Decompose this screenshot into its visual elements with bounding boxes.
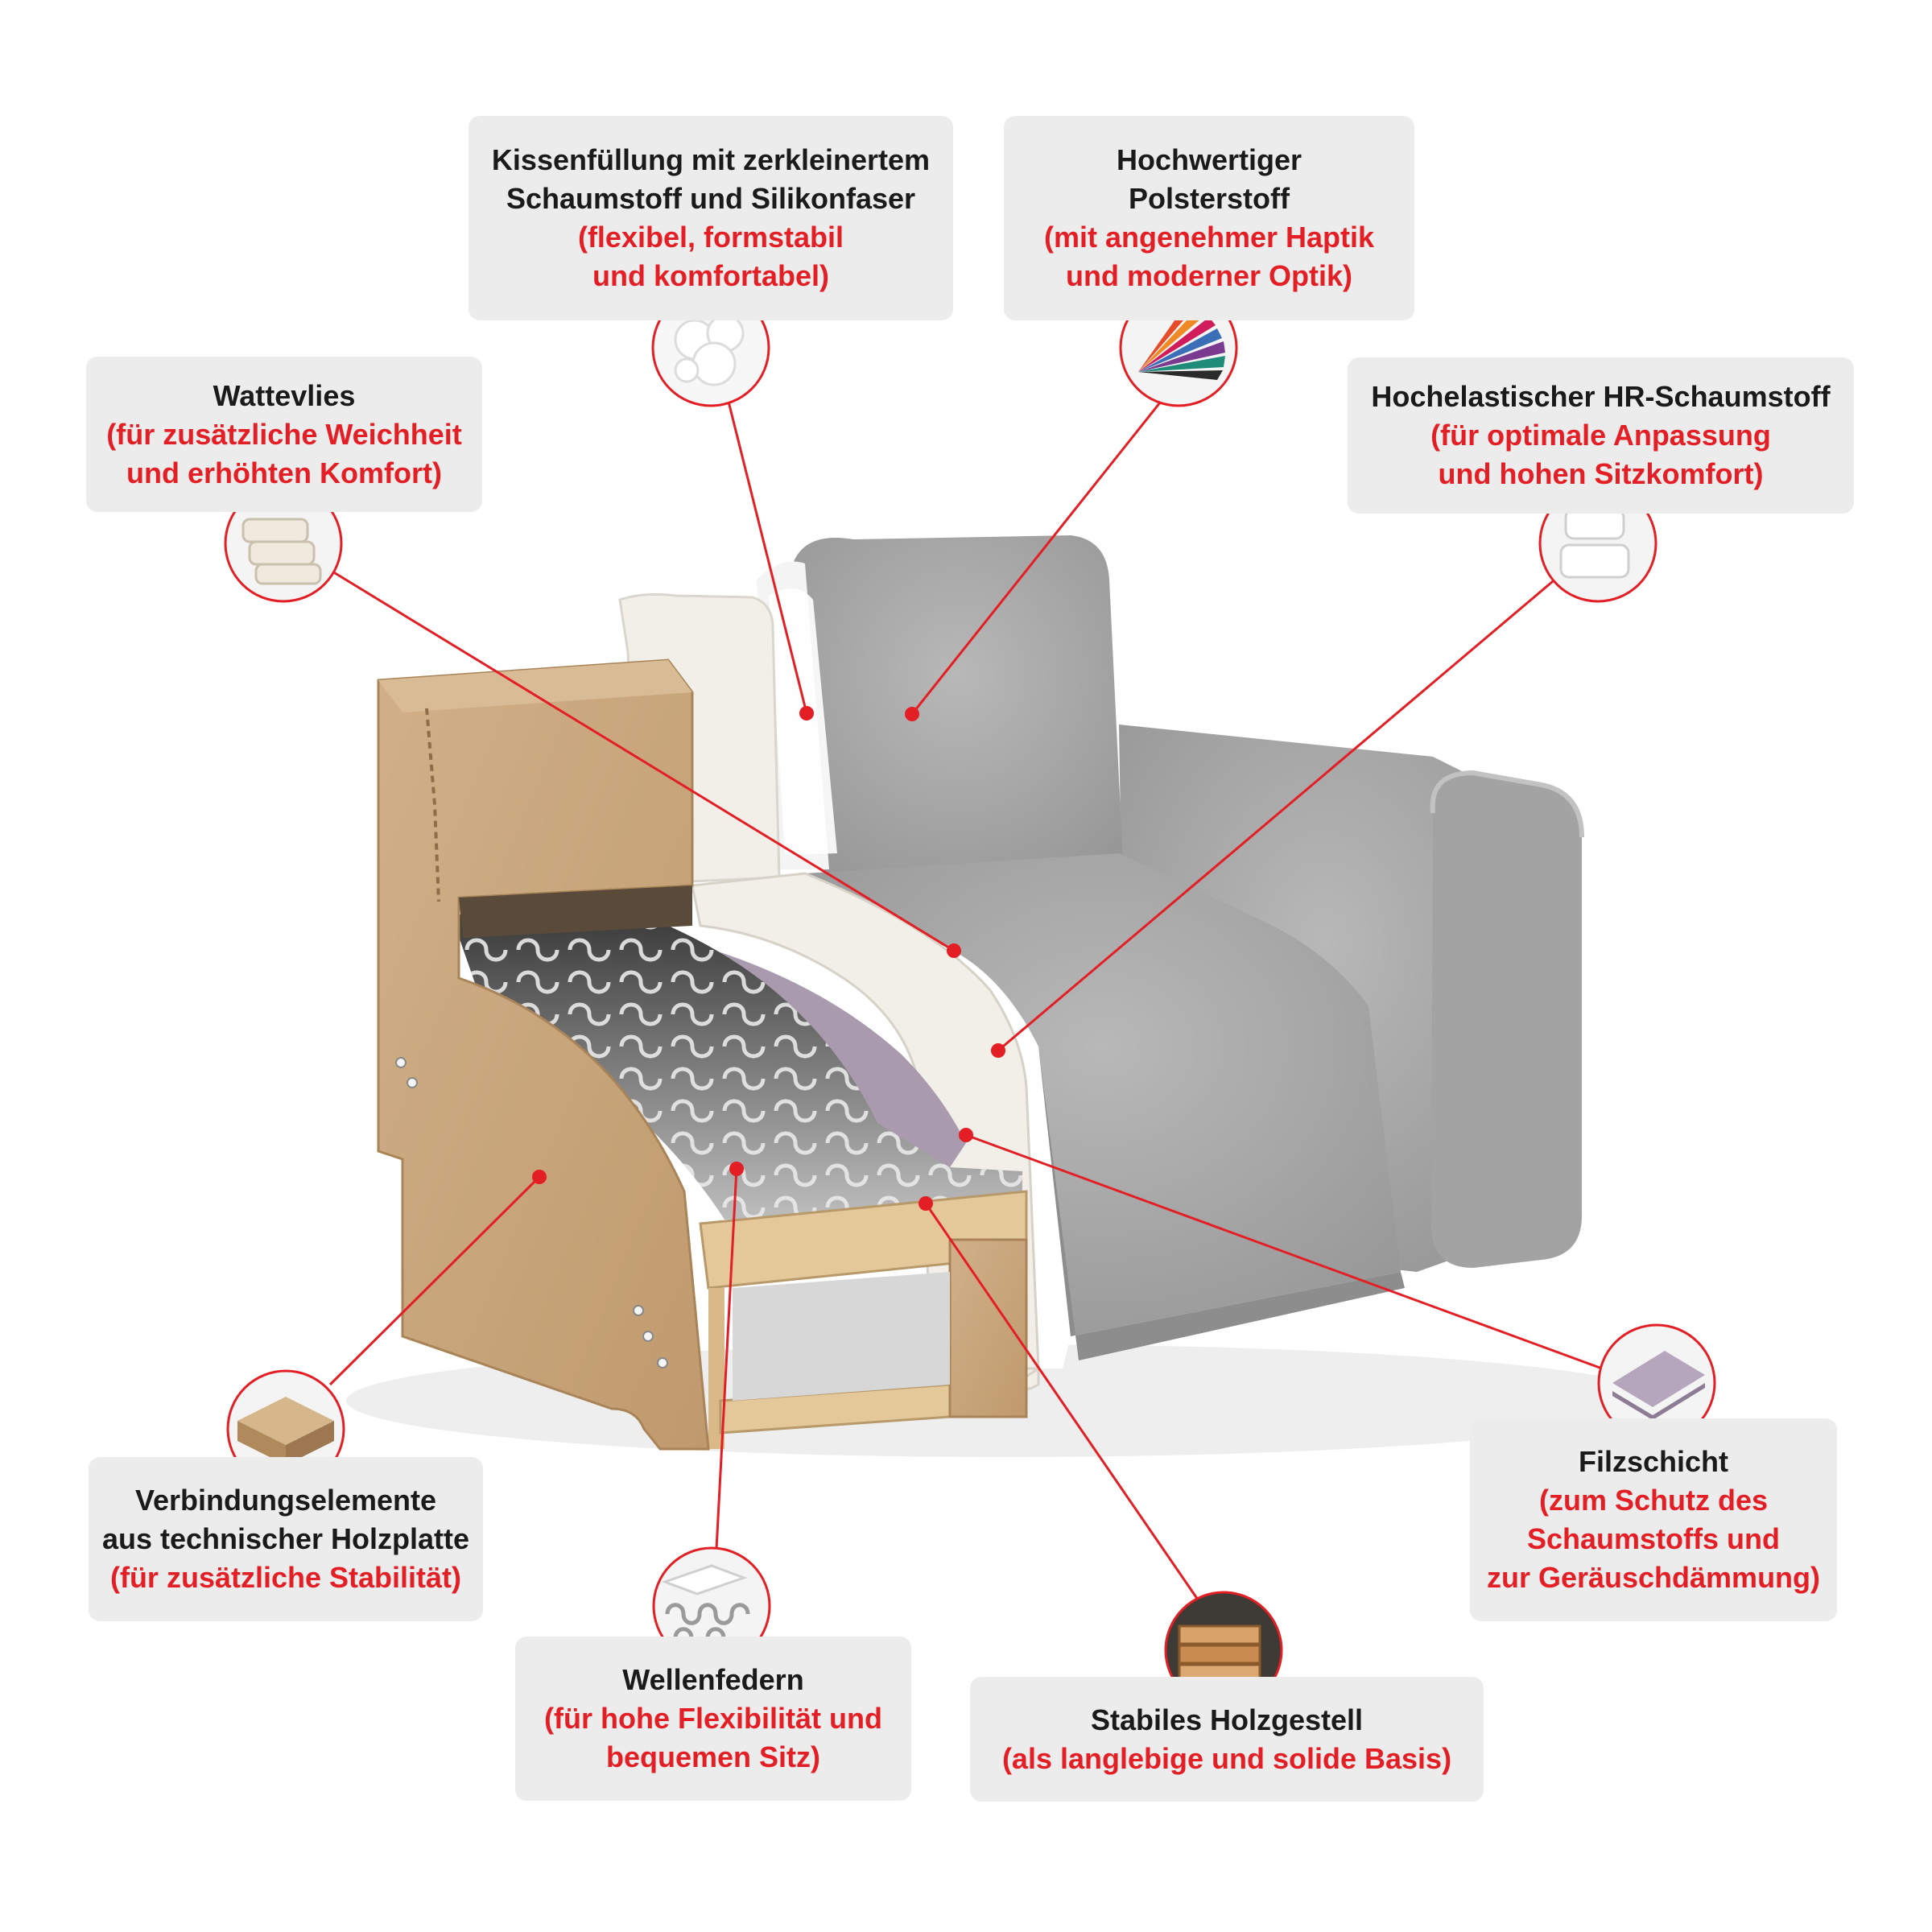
leader-filz — [965, 1133, 1603, 1370]
callout-wattevlies: Wattevlies (für zusätzliche Weichheit un… — [86, 357, 482, 512]
felt-sheets-icon — [1597, 1323, 1716, 1443]
leader-lines — [328, 386, 1603, 1603]
wadding-layers-icon — [224, 484, 343, 603]
callout-subtitle: (für zusätzliche Weichheit und erhöhten … — [106, 417, 462, 489]
wood-frame — [699, 1190, 1028, 1449]
callout-title: Kissenfüllung mit zerkleinertem Schaumst… — [491, 143, 931, 215]
callout-title: Wattevlies — [213, 378, 356, 412]
callout-subtitle: (zum Schutz des Schaumstoffs und zur Ger… — [1486, 1484, 1821, 1594]
callout-kissenfuellung: Kissenfüllung mit zerkleinertem Schaumst… — [469, 116, 953, 320]
callout-title: Filzschicht — [1578, 1445, 1729, 1478]
leader-hr — [997, 576, 1558, 1052]
spring-icon — [652, 1546, 771, 1666]
callout-subtitle: (für hohe Flexibilität und bequemen Sitz… — [544, 1702, 882, 1773]
callout-verbindungselemente: Verbindungselemente aus technischer Holz… — [89, 1457, 483, 1621]
callout-subtitle: (als langlebige und solide Basis) — [1001, 1741, 1452, 1775]
leader-verbindung — [328, 1175, 541, 1386]
leader-watte — [332, 570, 955, 952]
callout-subtitle: (für zusätzliche Stabilität) — [109, 1561, 462, 1594]
callout-polsterstoff: Hochwertiger Polsterstoff (mit angenehme… — [1004, 116, 1414, 320]
callout-hr-schaumstoff: Hochelastischer HR-Schaumstoff (für opti… — [1348, 357, 1854, 514]
callout-title: Hochelastischer HR-Schaumstoff — [1371, 380, 1831, 413]
callout-wellenfedern: Wellenfedern (für hohe Flexibilität und … — [515, 1637, 911, 1801]
callout-holzgestell: Stabiles Holzgestell (als langlebige und… — [970, 1677, 1484, 1802]
wave-springs — [451, 914, 1022, 1220]
leader-holz — [924, 1203, 1201, 1603]
callout-subtitle: (für optimale Anpassung und hohen Sitzko… — [1430, 419, 1771, 490]
leader-dots — [532, 706, 1005, 1211]
callout-subtitle: (flexibel, formstabil und komfortabel) — [577, 221, 844, 292]
callout-title: Stabiles Holzgestell — [1090, 1703, 1364, 1736]
callout-title: Hochwertiger Polsterstoff — [1116, 143, 1302, 215]
leader-polster — [910, 386, 1174, 715]
foam-blocks-icon — [1538, 484, 1657, 603]
callout-filzschicht: Filzschicht (zum Schutz des Schaumstoffs… — [1470, 1418, 1837, 1621]
callout-title: Wellenfedern — [622, 1663, 804, 1696]
callout-subtitle: (mit angenehmer Haptik und moderner Opti… — [1043, 221, 1375, 292]
chipboard-side — [377, 658, 710, 1451]
callout-title: Verbindungselemente aus technischer Holz… — [101, 1484, 470, 1555]
leader-wellen — [715, 1168, 738, 1550]
leader-kissen — [724, 391, 808, 714]
